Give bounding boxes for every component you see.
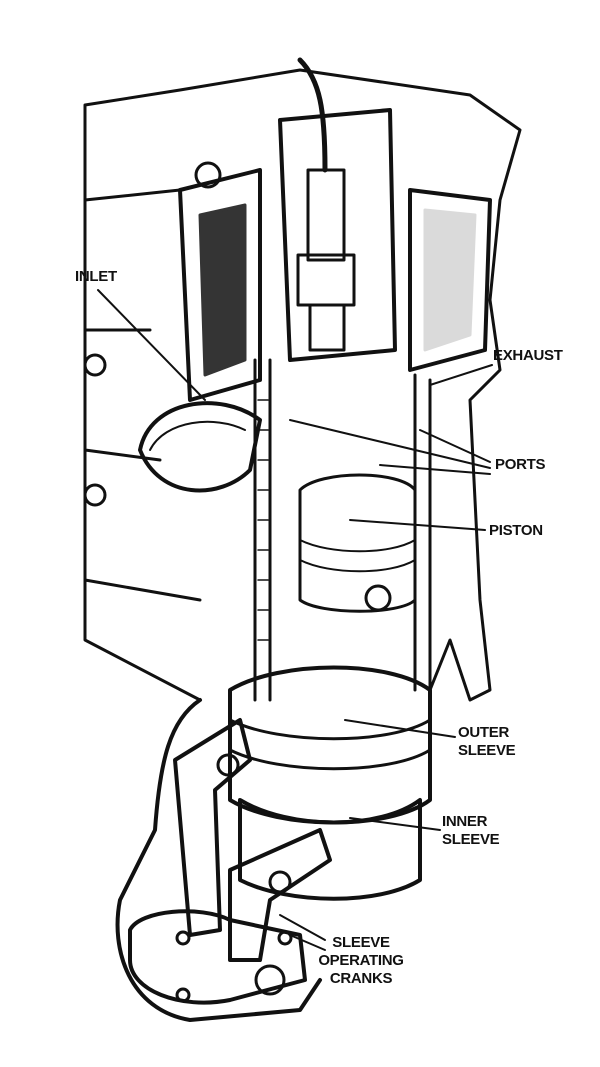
leader-lines: [97, 289, 493, 951]
inlet-port: [138, 401, 262, 493]
spark-plug: [306, 168, 346, 262]
label-line: OPERATING: [318, 952, 404, 969]
crankshaft: [128, 909, 307, 1005]
label-inlet: INLET: [75, 268, 117, 285]
label-sleeve-operating-cranks: SLEEVE OPERATING CRANKS: [318, 934, 404, 988]
label-outer-sleeve: OUTER SLEEVE: [458, 724, 516, 760]
bolt: [83, 353, 107, 377]
bolt: [194, 161, 222, 189]
label-ports: PORTS: [495, 456, 546, 473]
label-piston: PISTON: [489, 522, 543, 539]
spark-plug-lead: [297, 57, 328, 173]
water-jacket-right: [408, 188, 492, 372]
label-line: CRANKS: [329, 970, 393, 987]
water-jacket-left: [178, 168, 262, 402]
piston: [298, 473, 417, 613]
label-inner-sleeve: INNER SLEEVE: [442, 813, 500, 849]
outer-sleeve: [228, 665, 432, 825]
inner-sleeve: [238, 798, 422, 901]
label-line: OUTER: [458, 724, 510, 741]
crankcase: [115, 698, 322, 1022]
sleeve-crank-right: [228, 828, 332, 962]
cylinder-head: [278, 108, 397, 362]
label-line: SLEEVE: [458, 742, 516, 759]
label-line: SLEEVE: [442, 831, 500, 848]
label-line: INNER: [442, 813, 488, 830]
bolt: [83, 483, 107, 507]
label-line: SLEEVE: [332, 934, 390, 951]
engine-block: [83, 68, 522, 702]
sleeve-walls: [253, 358, 432, 702]
sleeve-crank-left: [173, 718, 252, 937]
label-exhaust: EXHAUST: [493, 347, 563, 364]
